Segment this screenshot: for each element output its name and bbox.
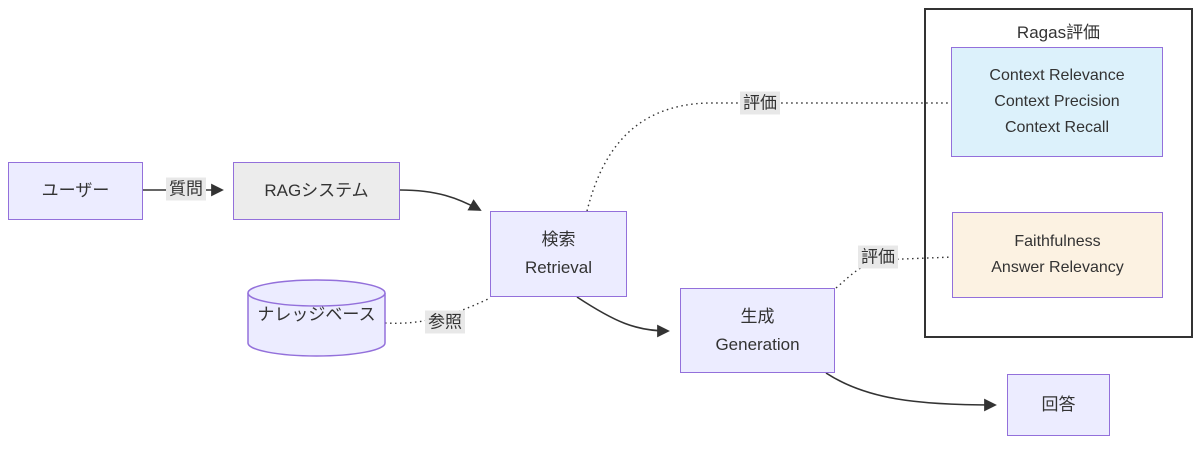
context-metric-relevance: Context Relevance [989, 67, 1125, 84]
edge-label-reference: 参照 [425, 310, 465, 334]
database-cylinder [247, 279, 386, 357]
node-knowledge-base-label: ナレッジベース [257, 305, 376, 324]
edge-retrieval-to-context-metrics [586, 102, 951, 212]
node-user-label: ユーザー [41, 181, 110, 200]
node-rag-system: RAGシステム [233, 162, 400, 220]
node-generation: 生成 Generation [680, 288, 835, 373]
node-answer-label: 回答 [1041, 395, 1076, 414]
edge-ragsystem-to-retrieval [399, 189, 482, 211]
edge-retrieval-to-generation [576, 296, 670, 338]
node-context-metrics: Context Relevance Context Precision Cont… [951, 47, 1163, 157]
node-generation-label-en: Generation [715, 334, 800, 354]
ragas-evaluation-container: Ragas評価 [924, 8, 1193, 338]
node-user: ユーザー [8, 162, 143, 220]
generation-metric-answer-relevancy: Answer Relevancy [991, 259, 1124, 276]
generation-metric-faithfulness: Faithfulness [1014, 233, 1101, 250]
edge-label-question: 質問 [166, 177, 206, 201]
node-rag-system-label: RAGシステム [264, 181, 369, 200]
node-knowledge-base [246, 278, 387, 360]
node-retrieval-label-en: Retrieval [524, 258, 593, 277]
context-metric-precision: Context Precision [994, 93, 1120, 110]
node-retrieval-label-jp: 検索 [541, 230, 576, 249]
node-retrieval: 検索 Retrieval [490, 211, 627, 297]
node-generation-metrics: Faithfulness Answer Relevancy [952, 212, 1163, 298]
edge-generation-to-answer [825, 372, 997, 412]
edge-label-eval-retrieval: 評価 [740, 91, 780, 115]
edge-label-eval-generation: 評価 [858, 245, 898, 269]
context-metric-recall: Context Recall [1004, 119, 1110, 136]
ragas-container-title: Ragas評価 [1016, 23, 1101, 42]
node-answer: 回答 [1007, 374, 1110, 436]
node-generation-label-jp: 生成 [740, 306, 775, 326]
